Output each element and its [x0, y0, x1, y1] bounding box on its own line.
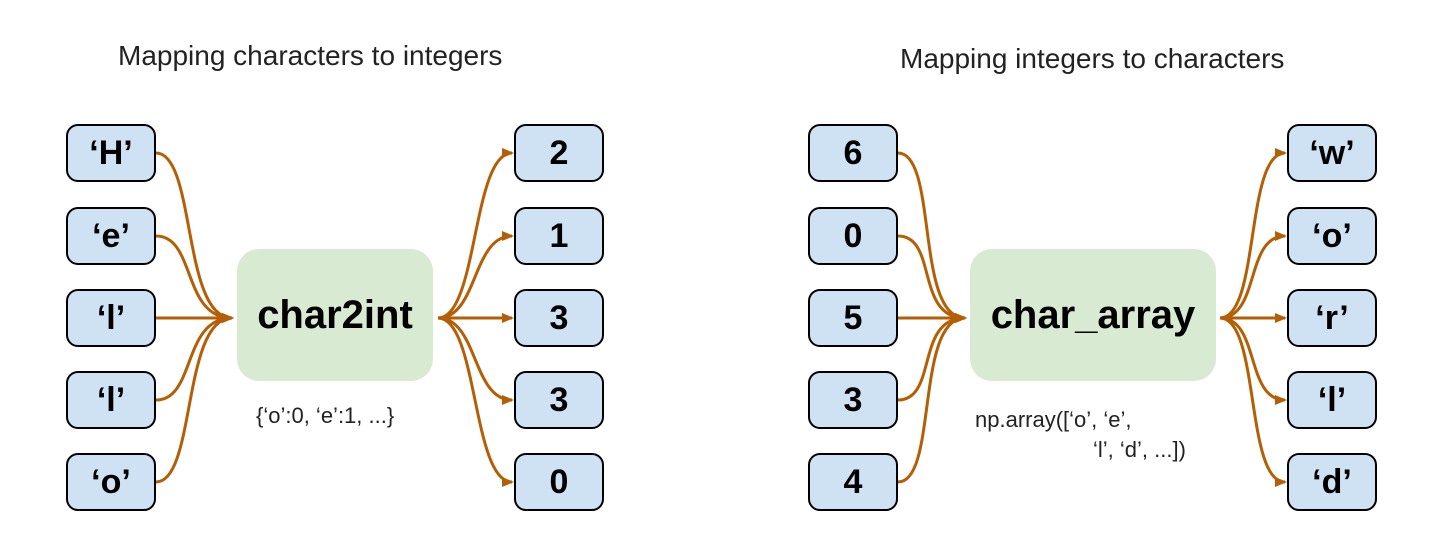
right-input-connector-4	[897, 313, 967, 402]
left-output-box-4: 3	[514, 371, 604, 429]
left-input-box-1: ‘H’	[66, 124, 156, 182]
left-output-box-1: 2	[514, 124, 604, 182]
right-input-box-4: 3	[808, 371, 898, 429]
left-input-box-3: ‘l’	[66, 289, 156, 347]
right-output-box-2: ‘o’	[1287, 207, 1377, 265]
right-input-box-3: 5	[808, 289, 898, 347]
right-input-box-2: 0	[808, 207, 898, 265]
right-mapping-caption-line-1: np.array([‘o’, ‘e’,	[975, 407, 1132, 432]
right-output-arrow-2	[1219, 231, 1287, 320]
right-input-box-1: 6	[808, 124, 898, 182]
char2int-function-box: char2int	[237, 249, 433, 381]
right-output-arrow-1	[1219, 148, 1287, 320]
right-input-connector-2	[897, 234, 967, 323]
left-input-connector-4	[155, 313, 234, 402]
right-mapping-caption-line-2: ‘l’, ‘d’, ...])	[1093, 437, 1186, 462]
right-output-arrow-4	[1219, 316, 1287, 405]
left-output-box-3: 3	[514, 289, 604, 347]
left-output-arrow-5	[437, 316, 514, 487]
left-output-arrow-1	[437, 148, 514, 320]
right-output-box-5: ‘d’	[1287, 453, 1377, 511]
right-output-box-3: ‘r’	[1287, 289, 1377, 347]
right-output-box-4: ‘l’	[1287, 371, 1377, 429]
left-output-box-5: 0	[514, 453, 604, 511]
left-input-connector-2	[155, 234, 234, 323]
char-array-function-box: char_array	[970, 249, 1216, 381]
left-panel-title: Mapping characters to integers	[118, 40, 503, 71]
right-panel-title: Mapping integers to characters	[900, 43, 1285, 74]
left-output-arrow-2	[437, 231, 514, 320]
left-input-connector-1	[155, 151, 234, 323]
left-input-box-2: ‘e’	[66, 207, 156, 265]
left-mapping-caption: {‘o’:0, ‘e’:1, ...}	[256, 403, 395, 428]
left-input-connector-5	[155, 313, 234, 484]
right-input-connector-1	[897, 151, 967, 323]
left-output-arrow-4	[437, 316, 514, 405]
left-input-box-5: ‘o’	[66, 453, 156, 511]
left-output-box-2: 1	[514, 207, 604, 265]
right-input-connector-5	[897, 313, 967, 484]
right-input-box-5: 4	[808, 453, 898, 511]
right-output-box-1: ‘w’	[1287, 124, 1377, 182]
right-output-arrow-5	[1219, 316, 1287, 487]
left-input-box-4: ‘l’	[66, 371, 156, 429]
